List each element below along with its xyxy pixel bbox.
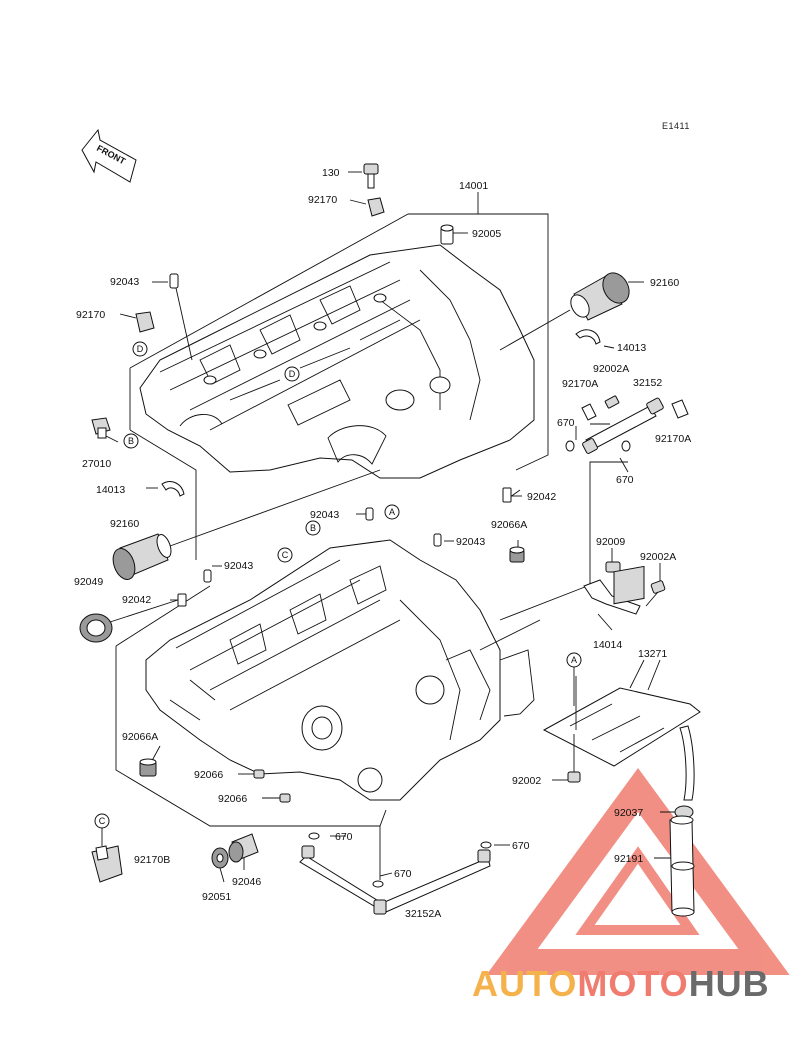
part-label: 92049: [74, 576, 103, 588]
marker-a: A: [389, 507, 395, 517]
part-label: 92066: [218, 793, 247, 805]
watermark-hub: HUB: [689, 963, 770, 1004]
lower-case-bracket: [115, 461, 628, 880]
part-label: 130: [322, 167, 340, 179]
part-labels: 130 92170 14001 92005 92043 92160 92170 …: [74, 167, 691, 920]
part-label: 92042: [122, 594, 151, 606]
part-label: 92160: [110, 518, 139, 530]
part-label: 92002A: [640, 551, 676, 563]
bolt-icon: [567, 734, 581, 783]
svg-text:AUTOMOTOHUB: AUTOMOTOHUB: [472, 963, 770, 1004]
part-label: 14001: [459, 180, 488, 192]
pin-icon: [169, 273, 179, 289]
part-label: 14013: [617, 342, 646, 354]
seal-ring-icon: [79, 613, 113, 643]
part-label: 92037: [614, 807, 643, 819]
plug-icon: [279, 793, 291, 803]
plug-icon: [509, 546, 525, 563]
part-label: 670: [335, 831, 353, 843]
baffle-plate-icon: [542, 565, 701, 767]
marker-c: C: [282, 550, 289, 560]
part-label: 92066A: [491, 519, 527, 531]
oil-pipe-icon: [581, 395, 689, 454]
upper-case-bracket: [129, 192, 549, 560]
watermark-triangle: [486, 768, 790, 975]
cap-icon: [161, 481, 185, 497]
lower-crankcase: [145, 539, 535, 801]
part-label: 670: [557, 417, 575, 429]
part-label: 92066A: [122, 731, 158, 743]
part-label: 92002A: [593, 363, 629, 375]
cap-icon: [575, 329, 601, 345]
small-parts: [79, 163, 701, 917]
watermark-auto: AUTO: [472, 963, 577, 1004]
bolt-130-icon: [363, 163, 379, 189]
part-label: 670: [512, 840, 530, 852]
o-ring-icon: [621, 440, 631, 452]
part-label: 92191: [614, 853, 643, 865]
hose-icon: [669, 725, 695, 917]
marker-d: D: [289, 369, 296, 379]
part-label: 92005: [472, 228, 501, 240]
bearing-icon: [228, 833, 259, 863]
part-label: 92043: [224, 560, 253, 572]
part-label: 27010: [82, 458, 111, 470]
plug-icon: [139, 758, 157, 777]
pin-icon: [203, 569, 212, 583]
diagram-code: E1411: [662, 121, 690, 131]
pin-icon: [502, 487, 512, 503]
part-label: 92066: [194, 769, 223, 781]
clamp-icon: [367, 197, 385, 217]
oil-pipe-icon: [299, 845, 491, 915]
part-label: 92043: [110, 276, 139, 288]
part-label: 92170: [76, 309, 105, 321]
part-label: 670: [394, 868, 412, 880]
oil-seal-icon: [570, 272, 630, 321]
switch-icon: [91, 417, 111, 439]
part-label: 14013: [96, 484, 125, 496]
marker-b: B: [128, 436, 134, 446]
part-label: 92009: [596, 536, 625, 548]
watermark-moto: MOTO: [577, 963, 688, 1004]
clamp-icon: [91, 845, 123, 883]
oil-seal-icon: [112, 533, 172, 580]
marker-c: C: [99, 816, 106, 826]
o-ring-icon: [372, 880, 384, 888]
clamp-icon: [135, 311, 155, 333]
part-label: 92051: [202, 891, 231, 903]
part-label: 92043: [310, 509, 339, 521]
part-label: 92170A: [655, 433, 691, 445]
pin-icon: [365, 507, 374, 521]
part-label: 92046: [232, 876, 261, 888]
part-label: 13271: [638, 648, 667, 660]
part-label: 92002: [512, 775, 541, 787]
part-label: 92170B: [134, 854, 170, 866]
part-label: 670: [616, 474, 634, 486]
bracket-icon: [583, 561, 666, 615]
o-ring-icon: [565, 440, 575, 452]
upper-crankcase: [139, 244, 535, 479]
part-label: 32152: [633, 377, 662, 389]
pin-icon: [433, 533, 442, 547]
part-label: 92170A: [562, 378, 598, 390]
part-label: 14014: [593, 639, 622, 651]
part-label: 92170: [308, 194, 337, 206]
dowel-icon: [440, 224, 454, 245]
marker-b: B: [310, 523, 316, 533]
o-ring-icon: [308, 832, 320, 840]
part-label: 92043: [456, 536, 485, 548]
part-label: 32152A: [405, 908, 441, 920]
part-label: 92160: [650, 277, 679, 289]
plug-icon: [253, 769, 265, 779]
front-arrow-icon: FRONT: [81, 128, 137, 183]
part-label: 92042: [527, 491, 556, 503]
marker-d: D: [137, 344, 144, 354]
o-ring-icon: [480, 841, 492, 849]
reference-markers: B D D A B C A C: [94, 341, 582, 846]
watermark-logo: AUTOMOTOHUB: [472, 963, 770, 1004]
marker-a: A: [571, 655, 577, 665]
pin-icon: [177, 593, 187, 607]
